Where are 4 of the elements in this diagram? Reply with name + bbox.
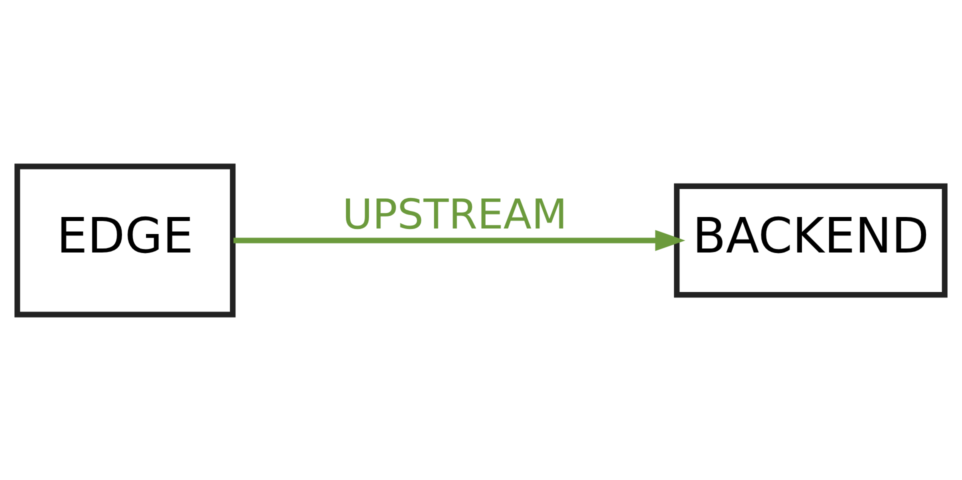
edge-label: UPSTREAM [342,190,568,238]
node-box: EDGE [14,163,236,317]
node-box: BACKEND [674,182,948,298]
arrow [233,229,686,251]
